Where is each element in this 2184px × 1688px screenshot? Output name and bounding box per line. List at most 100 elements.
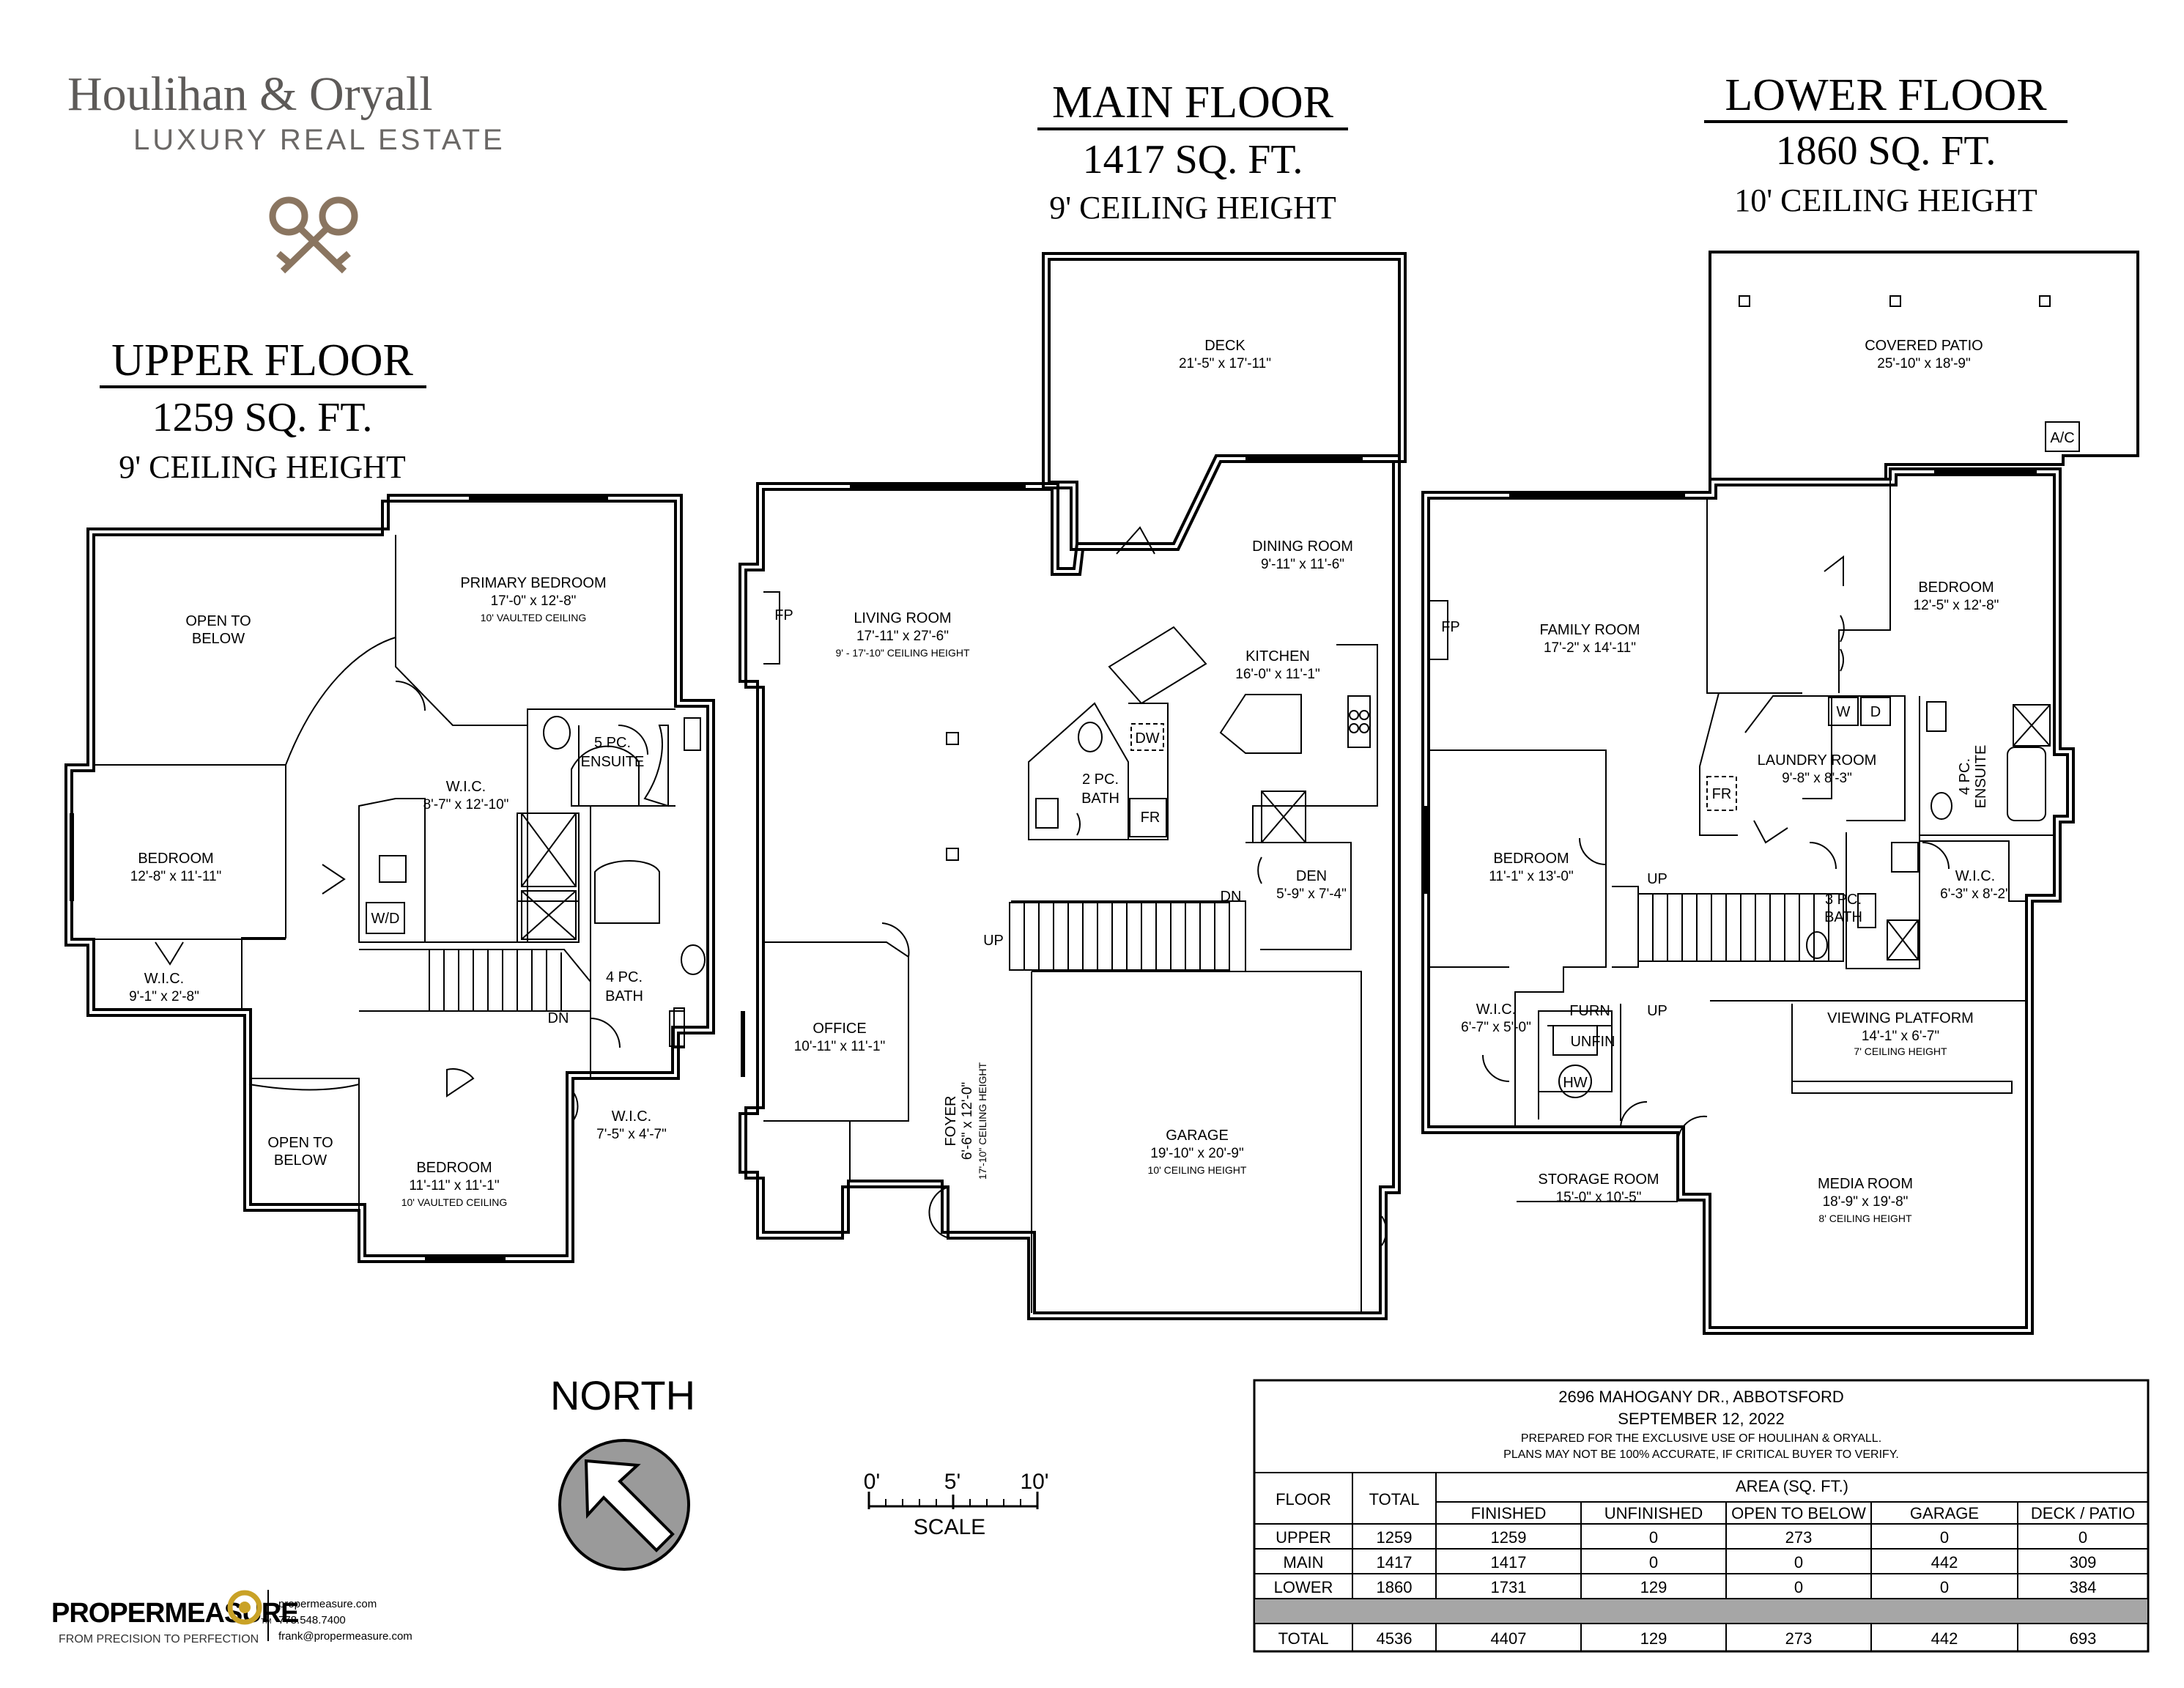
table-cell: 0 [2078,1528,2087,1547]
svg-text:SCALE: SCALE [914,1515,985,1539]
upper-bedroom-2: BEDROOM [416,1160,492,1176]
logo-target-icon [227,1590,262,1625]
table-cell: 129 [1640,1578,1667,1596]
svg-text:10' CEILING HEIGHT: 10' CEILING HEIGHT [1148,1164,1247,1176]
main-den: DEN [1296,868,1327,884]
main-stairs [1009,902,1230,971]
svg-text:1259 SQ. FT.: 1259 SQ. FT. [152,395,373,440]
svg-text:19'-10" x 20'-9": 19'-10" x 20'-9" [1150,1146,1243,1161]
lower-stairs-up-2: UP [1647,1003,1667,1019]
lower-storage-room: STORAGE ROOM [1538,1171,1659,1188]
lower-hot-water: HW [1563,1075,1587,1091]
table-total-cell: 4536 [1377,1629,1413,1648]
upper-floor-plan: OPEN TO BELOW PRIMARY BEDROOM 17'-0" x 1… [64,494,715,1263]
table-cell: MAIN [1284,1553,1324,1572]
svg-text:12'-5" x 12'-8": 12'-5" x 12'-8" [1914,598,1999,613]
svg-text:6'-3" x 8'-2": 6'-3" x 8'-2" [1940,886,2010,902]
lower-bedroom-2: BEDROOM [1493,851,1569,867]
table-col-header: FINISHED [1471,1504,1547,1522]
table-cell: 0 [1794,1578,1803,1596]
svg-text:9' CEILING HEIGHT: 9' CEILING HEIGHT [1049,190,1336,226]
main-floor-title: MAIN FLOOR 1417 SQ. FT. 9' CEILING HEIGH… [1037,78,1348,226]
svg-text:17'-2" x 14'-11": 17'-2" x 14'-11" [1544,640,1636,656]
table-date: SEPTEMBER 12, 2022 [1618,1410,1784,1428]
lower-bedroom-1: BEDROOM [1918,580,1994,596]
table-total-cell: 4407 [1491,1629,1527,1648]
table-cell: 384 [2070,1578,2097,1596]
lower-laundry-room: LAUNDRY ROOM [1758,752,1877,769]
north-arrow-icon [558,1439,690,1571]
upper-primary-bedroom: PRIMARY BEDROOM [460,575,606,591]
svg-text:7'-5" x 4'-7": 7'-5" x 4'-7" [596,1127,667,1142]
table-col-header: OPEN TO BELOW [1731,1504,1866,1522]
lower-floor-title: LOWER FLOOR 1860 SQ. FT. 10' CEILING HEI… [1704,70,2068,218]
svg-text:LOWER FLOOR: LOWER FLOOR [1725,70,2047,120]
table-cell: 0 [1649,1553,1658,1572]
main-foyer: FOYER [943,1096,959,1147]
table-cell: 1731 [1491,1578,1527,1596]
lower-covered-patio: COVERED PATIO [1865,338,1983,354]
lower-fireplace: FP [1441,619,1460,635]
upper-wic-3: W.I.C. [612,1108,651,1125]
lower-ac: A/C [2050,430,2074,446]
svg-text:ENSUITE: ENSUITE [581,754,645,770]
svg-text:10' CEILING HEIGHT: 10' CEILING HEIGHT [1734,182,2037,218]
table-address: 2696 MAHOGANY DR., ABBOTSFORD [1558,1388,1844,1406]
upper-bedroom-1: BEDROOM [138,851,213,867]
table-cell: 1417 [1377,1553,1413,1572]
svg-text:0': 0' [864,1470,880,1494]
brand-name: Houlihan & Oryall [67,67,433,121]
svg-text:14'-1" x 6'-7": 14'-1" x 6'-7" [1862,1029,1939,1044]
svg-text:12'-8" x 11'-11": 12'-8" x 11'-11" [130,869,222,884]
main-office: OFFICE [812,1021,866,1037]
table-total-cell: 273 [1785,1629,1813,1648]
svg-text:11'-11" x 11'-1": 11'-11" x 11'-1" [409,1178,499,1193]
svg-text:TOTAL: TOTAL [1369,1490,1420,1509]
table-cell: 1860 [1377,1578,1413,1596]
lower-floor-plan: COVERED PATIO 25'-10" x 18'-9" A/C FP FA… [1421,251,2139,1335]
svg-text:25'-10" x 18'-9": 25'-10" x 18'-9" [1877,356,1970,371]
table-total-cell: 129 [1640,1629,1667,1648]
svg-text:BELOW: BELOW [192,631,245,647]
table-cell: 273 [1785,1528,1813,1547]
lower-wic-2: W.I.C. [1476,1002,1516,1018]
lower-ensuite: 4 PC. [1957,758,1973,795]
table-total-cell: 442 [1931,1629,1958,1648]
scale-bar: 0' 5' 10' SCALE [864,1470,1049,1539]
table-col-header: DECK / PATIO [2031,1504,2135,1522]
svg-text:9' CEILING HEIGHT: 9' CEILING HEIGHT [119,449,406,485]
crossed-keys-icon [269,196,358,274]
svg-text:10' VAULTED CEILING: 10' VAULTED CEILING [481,612,587,623]
lower-media-room: MEDIA ROOM [1818,1176,1913,1192]
svg-text:1860 SQ. FT.: 1860 SQ. FT. [1776,128,1996,174]
table-cell: 309 [2070,1553,2097,1572]
upper-open-below-1: OPEN TO [185,613,251,629]
svg-text:18'-9" x 19'-8": 18'-9" x 19'-8" [1823,1194,1909,1210]
main-floor-plan: DECK 21'-5" x 17'-11" DINING ROOM 9'-11"… [739,252,1407,1320]
lower-viewing-platform: VIEWING PLATFORM [1827,1010,1974,1026]
main-dw: DW [1135,730,1159,747]
main-stairs-up: UP [983,933,1004,949]
svg-text:16'-0" x 11'-1": 16'-0" x 11'-1" [1235,667,1319,682]
svg-text:10' VAULTED CEILING: 10' VAULTED CEILING [401,1196,508,1208]
svg-text:10'-11" x 11'-1": 10'-11" x 11'-1" [794,1039,886,1054]
table-col-header: UNFINISHED [1604,1504,1703,1522]
main-fr: FR [1141,810,1161,826]
svg-text:9'-11" x 11'-6": 9'-11" x 11'-6" [1261,557,1344,572]
footer-website: propermeasure.com [278,1598,377,1610]
upper-stairs-dn: DN [548,1010,569,1026]
svg-text:FLOOR: FLOOR [1276,1490,1331,1509]
table-cell: UPPER [1276,1528,1331,1547]
main-dining-room: DINING ROOM [1252,538,1353,555]
svg-text:17'-11" x 27'-6": 17'-11" x 27'-6" [856,629,949,644]
lower-bath: 3 PC. [1825,892,1862,908]
table-total-cell: TOTAL [1278,1629,1329,1648]
lower-unfinished: UNFIN [1570,1034,1615,1050]
footer-phone: 778.548.7400 [278,1614,346,1626]
table-cell: 442 [1931,1553,1958,1572]
svg-text:TM: TM [261,1618,271,1626]
svg-text:ENSUITE: ENSUITE [1973,745,1989,809]
main-kitchen: KITCHEN [1245,648,1310,665]
svg-text:5'-9" x 7'-4": 5'-9" x 7'-4" [1276,886,1347,902]
brand-tagline: LUXURY REAL ESTATE [133,124,506,156]
